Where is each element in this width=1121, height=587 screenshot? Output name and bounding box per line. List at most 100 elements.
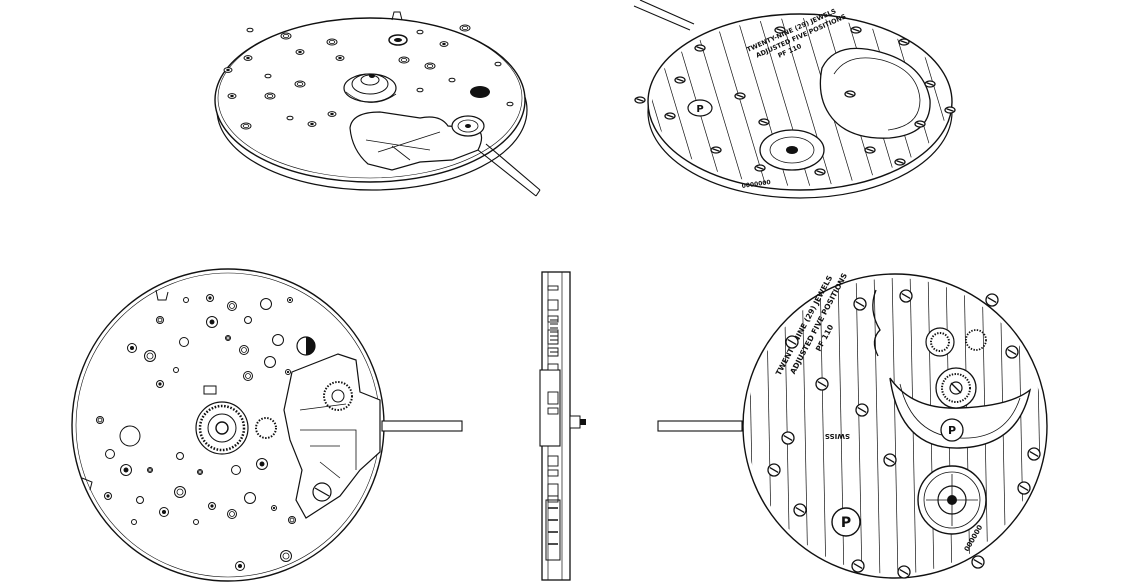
dial-side-center-wheel bbox=[195, 401, 249, 455]
jewel-hole bbox=[105, 449, 115, 459]
jewel-hole bbox=[240, 122, 252, 130]
jewel-hole bbox=[206, 316, 218, 328]
jewel-hole bbox=[494, 61, 502, 67]
profile-part bbox=[547, 299, 559, 311]
profile-part bbox=[547, 483, 559, 497]
profile-part bbox=[547, 495, 559, 503]
jewel-hole bbox=[439, 41, 449, 47]
bridge-side-perspective-view: P TWENTY-NINE (29) JEWELS ADJUSTED FIVE … bbox=[633, 0, 956, 199]
jewel-hole bbox=[327, 111, 337, 117]
profile-part bbox=[547, 407, 559, 415]
jewel-hole bbox=[208, 502, 216, 510]
bridge-side-plan-view: P P TWENTY-NINE (29) JEWELS ADJUSTED FIV… bbox=[657, 272, 1048, 579]
jewel-hole bbox=[183, 297, 189, 303]
jewel-hole bbox=[264, 92, 276, 100]
screw bbox=[774, 26, 786, 34]
jewel-hole bbox=[448, 77, 456, 83]
screw bbox=[864, 146, 876, 154]
jewel-hole bbox=[260, 298, 272, 310]
screw bbox=[894, 158, 906, 166]
perspective-serial-number: 0000000 bbox=[741, 179, 771, 190]
jewel-hole bbox=[286, 115, 294, 121]
jewel-hole bbox=[243, 371, 253, 381]
jewel-hole bbox=[295, 49, 305, 55]
jewel-hole bbox=[197, 469, 203, 475]
screw bbox=[785, 335, 799, 349]
jewel-hole bbox=[147, 467, 153, 473]
jewel-hole bbox=[424, 62, 436, 70]
jewel-hole bbox=[285, 369, 291, 375]
jewel-hole bbox=[287, 297, 293, 303]
screw bbox=[844, 90, 856, 98]
screw bbox=[899, 289, 913, 303]
jewel-hole bbox=[231, 465, 241, 475]
dial-side-perspective-view bbox=[214, 11, 541, 197]
screw bbox=[1005, 345, 1019, 359]
jewel-hole bbox=[227, 509, 237, 519]
balance-wheel bbox=[917, 465, 987, 535]
screw bbox=[767, 463, 781, 477]
profile-view bbox=[539, 271, 586, 581]
screw bbox=[815, 377, 829, 391]
jewel-hole bbox=[264, 73, 272, 79]
jewel-hole bbox=[244, 316, 252, 324]
screw bbox=[914, 120, 926, 128]
jewel-hole bbox=[272, 334, 284, 346]
screw bbox=[781, 431, 795, 445]
perspective-logo-letter: P bbox=[696, 104, 703, 115]
profile-part bbox=[547, 455, 559, 467]
jewel-hole bbox=[326, 38, 338, 46]
screw bbox=[710, 146, 722, 154]
screw bbox=[924, 80, 936, 88]
perspective-screws bbox=[634, 26, 956, 176]
jewel-hole bbox=[156, 316, 164, 324]
jewel-hole bbox=[96, 416, 104, 424]
jewel-hole bbox=[264, 356, 276, 368]
jewel-hole bbox=[159, 507, 169, 517]
screw bbox=[664, 112, 676, 120]
jewel-hole bbox=[416, 29, 424, 35]
screw bbox=[985, 293, 999, 307]
profile-part bbox=[547, 315, 559, 323]
profile-part bbox=[547, 391, 559, 405]
plan-screws bbox=[767, 289, 1041, 579]
jewel-hole bbox=[398, 56, 410, 64]
jewel-hole bbox=[179, 337, 189, 347]
dial-side-perspective-holes bbox=[223, 24, 514, 130]
jewel-hole bbox=[294, 80, 306, 88]
screw bbox=[944, 106, 956, 114]
jewel-hole bbox=[131, 519, 137, 525]
jewel-hole bbox=[256, 458, 268, 470]
plan-swiss-marking: SWISS bbox=[825, 432, 850, 440]
screw bbox=[851, 559, 865, 573]
jewel-hole bbox=[156, 380, 164, 388]
jewel-hole bbox=[243, 55, 253, 61]
screw bbox=[814, 168, 826, 176]
plan-logo-letter-lower: P bbox=[841, 515, 851, 531]
screw bbox=[971, 555, 985, 569]
jewel-hole bbox=[144, 350, 156, 362]
screw bbox=[897, 565, 911, 579]
screw bbox=[754, 164, 766, 172]
screw bbox=[634, 96, 646, 104]
jewel-hole bbox=[206, 294, 214, 302]
jewel-hole bbox=[307, 121, 317, 127]
screw bbox=[855, 403, 869, 417]
profile-part bbox=[547, 363, 559, 371]
screw bbox=[674, 76, 686, 84]
screw bbox=[734, 92, 746, 100]
jewel-hole bbox=[127, 343, 137, 353]
jewel-hole bbox=[506, 101, 514, 107]
jewel-hole bbox=[244, 492, 256, 504]
screw bbox=[853, 297, 867, 311]
dial-side-plan-holes bbox=[96, 294, 296, 571]
jewel-hole bbox=[280, 32, 292, 40]
jewel-hole bbox=[104, 492, 112, 500]
jewel-hole bbox=[193, 519, 199, 525]
profile-part bbox=[547, 285, 559, 291]
center-wheel-assembly bbox=[343, 73, 397, 103]
jewel-hole bbox=[335, 55, 345, 61]
screw bbox=[1027, 447, 1041, 461]
jewel-hole bbox=[416, 87, 424, 93]
